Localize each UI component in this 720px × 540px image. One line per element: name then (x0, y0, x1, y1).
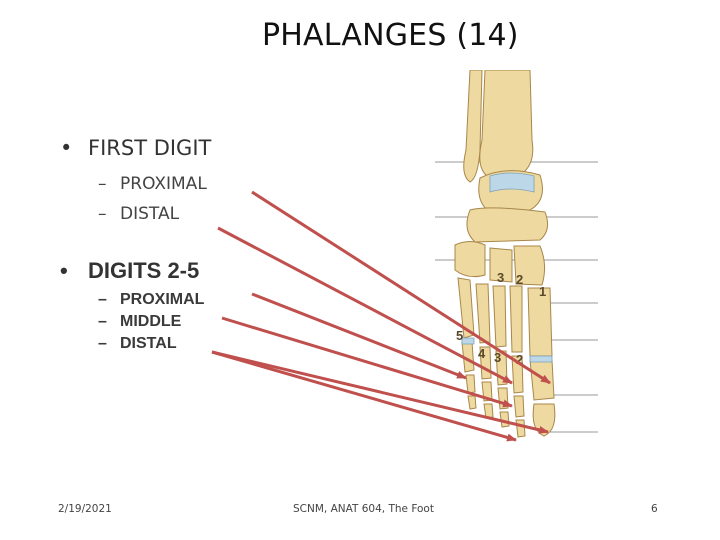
fibula-bone (463, 70, 483, 183)
cartilage-shape (461, 337, 475, 345)
phalanx-bone (481, 381, 493, 402)
phalanx-bone (467, 395, 477, 410)
metatarsal-bone (509, 285, 523, 353)
metatarsal-bone (492, 285, 507, 348)
bullet-first-digit: • FIRST DIGIT (60, 136, 211, 160)
bullet-label: DIGITS 2-5 (88, 258, 200, 283)
tibia-bone (479, 70, 534, 179)
slide-title: PHALANGES (14) (262, 18, 519, 53)
subitem-digits-middle: –MIDDLE (98, 313, 181, 331)
subitem-first-distal: –DISTAL (98, 204, 179, 224)
bullet-dot: • (60, 136, 73, 160)
foot-skeleton-illustration: 3 2 1 5 4 3 2 (435, 70, 598, 438)
bone-number: 2 (516, 272, 523, 287)
dash: – (98, 313, 107, 330)
cuboid-bone (454, 241, 486, 278)
phalanx-bone (465, 374, 476, 394)
bullet-digits-2-5: • DIGITS 2-5 (60, 258, 199, 284)
phalanx-bone (497, 387, 509, 410)
footer-page-number: 6 (651, 503, 658, 515)
subitem-digits-distal: –DISTAL (98, 335, 177, 353)
cartilage-shape (529, 355, 553, 363)
subitem-label: MIDDLE (120, 313, 182, 330)
subitem-first-proximal: –PROXIMAL (98, 174, 207, 194)
phalanx-bone (532, 403, 556, 437)
phalanx-bone (499, 411, 510, 428)
phalanx-bone (513, 395, 525, 418)
bone-number: 1 (539, 284, 546, 299)
navicular-bone (466, 207, 549, 243)
footer-date: 2/19/2021 (58, 503, 112, 515)
subitem-label: PROXIMAL (120, 174, 207, 194)
bone-number: 3 (497, 270, 504, 285)
bullet-dot: • (60, 258, 68, 283)
subitem-label: DISTAL (120, 204, 180, 224)
bone-number: 2 (516, 352, 523, 367)
bone-number: 3 (494, 350, 501, 365)
phalanx-bone (529, 359, 555, 401)
bullet-label: FIRST DIGIT (88, 136, 212, 160)
dash: – (98, 174, 107, 194)
dash: – (98, 291, 107, 308)
footer-course: SCNM, ANAT 604, The Foot (293, 503, 434, 515)
cartilage-shape (489, 172, 535, 193)
phalanx-bone (515, 419, 526, 438)
dash: – (98, 204, 107, 224)
metatarsal-bone (475, 283, 491, 344)
bone-number: 5 (456, 328, 463, 343)
subitem-label: DISTAL (120, 335, 177, 352)
phalanx-bone (461, 341, 475, 373)
subitem-label: PROXIMAL (120, 291, 205, 308)
phalanx-bone (483, 403, 494, 419)
dash: – (98, 335, 107, 352)
bone-number: 4 (478, 346, 486, 361)
subitem-digits-proximal: –PROXIMAL (98, 291, 204, 309)
